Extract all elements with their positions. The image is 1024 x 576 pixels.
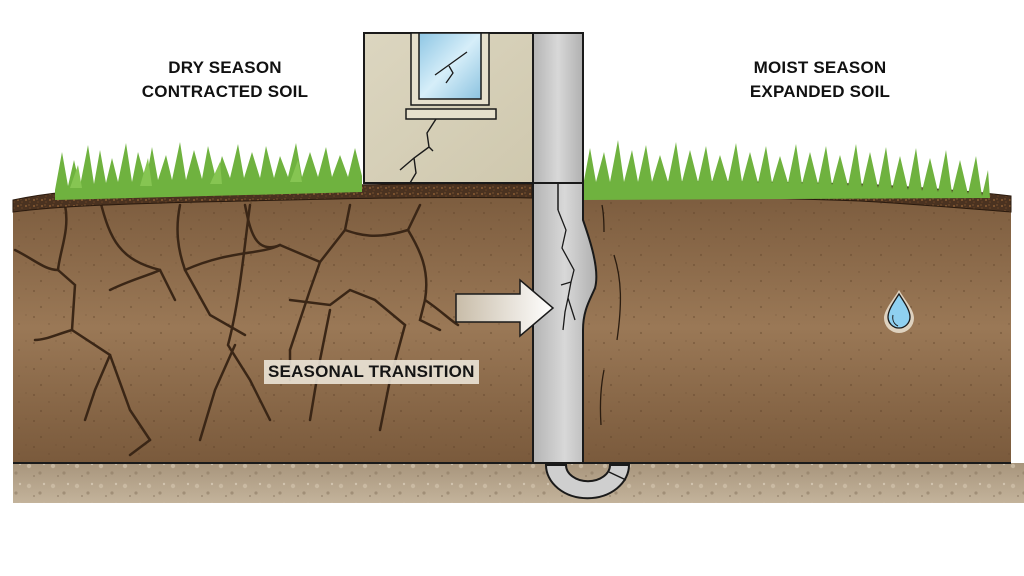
dry-season-title: DRY SEASON CONTRACTED SOIL [110,56,340,104]
seasonal-transition-label: SEASONAL TRANSITION [264,360,479,384]
dry-season-line2: CONTRACTED SOIL [141,82,309,101]
moist-season-line1: MOIST SEASON [753,58,887,77]
wall-crack [399,118,437,184]
moist-season-line2: EXPANDED SOIL [749,82,891,101]
water-drop-icon [884,290,914,333]
right-arrow-icon [455,278,555,338]
moist-season-title: MOIST SEASON EXPANDED SOIL [700,56,940,104]
house-wall [363,32,535,184]
moist-expanded-soil [583,192,1011,463]
grass-left [55,142,362,200]
dry-cracked-soil [13,192,532,463]
dry-season-line1: DRY SEASON [168,58,282,77]
window [405,32,497,120]
pier-footing [544,464,631,500]
grass-right [583,140,990,200]
pier-crack [557,209,576,331]
gravel-substrate [13,463,1024,503]
foundation-pier [532,32,631,500]
